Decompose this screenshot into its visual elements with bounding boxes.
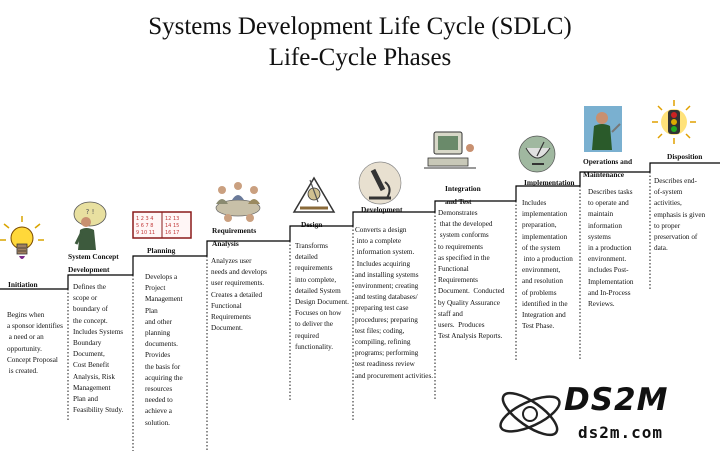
atom-orbit-icon	[499, 391, 561, 437]
diagram-subtitle: Life-Cycle Phases	[268, 44, 452, 71]
phase-name-implementation: Implementation	[524, 178, 575, 187]
phase-name-planning: Planning	[147, 246, 176, 255]
phase-name-requirements-analysis: Requirements Analysis	[212, 226, 257, 248]
phase-description-integration-and-test: Demonstrates that the developed system c…	[438, 209, 505, 341]
drafting-tools-icon	[292, 176, 336, 213]
phase-name-development: Development	[361, 205, 403, 214]
microscope-icon	[358, 161, 402, 205]
phase-description-disposition: Describes end- of-system activities, emp…	[654, 177, 706, 253]
logo-wordmark: DS2M	[564, 382, 669, 418]
phase-description-implementation: Includes implementation preparation, imp…	[522, 199, 573, 331]
logo-url: ds2m.com	[578, 423, 664, 442]
phase-description-design: Transforms detailed requirements into co…	[295, 242, 349, 351]
phase-name-initiation: Initiation	[8, 280, 38, 289]
traffic-light-icon	[652, 100, 696, 144]
ds2m-logo[interactable]: DS2M ds2m.com	[494, 380, 716, 448]
phase-description-planning: Develops a Project Management Plan and o…	[145, 273, 183, 427]
phase-description-system-concept-development: Defines the scope or boundary of the con…	[73, 283, 124, 415]
phase-description-operations-and-maintenance: Describes tasks to operate and maintain …	[588, 188, 634, 309]
svg-text:9 10 11: 9 10 11	[136, 230, 155, 236]
phase-description-initiation: Begins when a sponsor identifies a need …	[7, 311, 63, 376]
thinking-person-icon: ? !	[73, 201, 107, 250]
diagram-title: Systems Development Life Cycle (SDLC)	[148, 13, 572, 40]
svg-text:14 15: 14 15	[165, 223, 179, 229]
satellite-dish-icon	[518, 135, 556, 173]
svg-text:1 2 3 4: 1 2 3 4	[136, 216, 154, 222]
computer-workstation-icon	[424, 131, 476, 169]
svg-text:16 17: 16 17	[165, 230, 179, 236]
lightbulb-icon	[0, 216, 44, 259]
phase-description-requirements-analysis: Analyzes user needs and develops user re…	[211, 257, 267, 333]
phase-name-disposition: Disposition	[667, 152, 703, 161]
team-meeting-icon	[215, 182, 261, 222]
phase-name-design: Design	[301, 220, 323, 229]
svg-text:12 13: 12 13	[165, 216, 179, 222]
phase-name-integration-and-test: Integration and Test	[445, 184, 481, 206]
maintenance-worker-icon	[584, 106, 622, 152]
phase-description-development: Converts a design into a complete inform…	[355, 226, 434, 380]
phase-name-operations-and-maintenance: Operations and Maintenance	[583, 157, 633, 179]
svg-text:? !: ? !	[86, 208, 95, 216]
phase-name-system-concept-development: System Concept Development	[68, 252, 119, 274]
svg-text:5 6 7 8: 5 6 7 8	[136, 223, 154, 229]
